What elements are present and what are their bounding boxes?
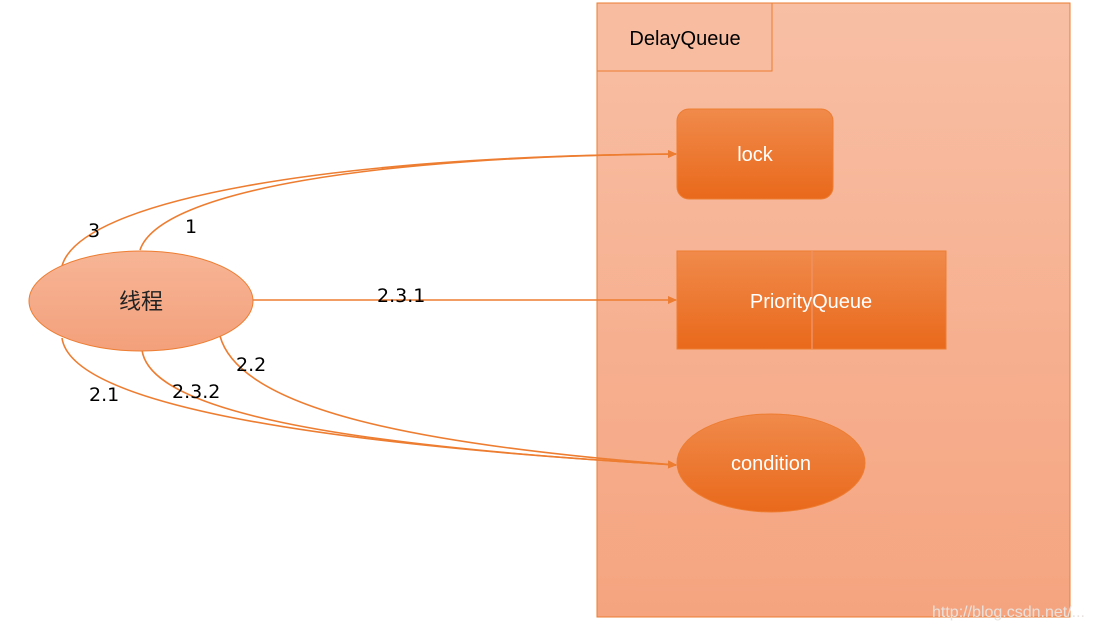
edge-3 xyxy=(61,150,677,267)
edge-1 xyxy=(139,150,677,251)
edge-label-3: 3 xyxy=(88,220,100,242)
lock-label: lock xyxy=(737,144,774,166)
edge-label-2-3-2: 2.3.2 xyxy=(172,381,220,403)
edge-label-2-3-1: 2.3.1 xyxy=(377,285,425,307)
edge-label-2-2: 2.2 xyxy=(236,354,266,376)
priority-queue-label: PriorityQueue xyxy=(750,291,872,313)
priority-queue-node: PriorityQueue xyxy=(676,250,947,350)
condition-label: condition xyxy=(731,453,811,475)
edge-2-1 xyxy=(61,337,677,469)
edge-2-3-2 xyxy=(141,349,677,469)
edge-labels: 1 3 2.3.1 2.1 2.3.2 2.2 xyxy=(88,216,425,406)
watermark: http://blog.csdn.net/... xyxy=(932,604,1085,621)
delayqueue-title: DelayQueue xyxy=(629,28,740,50)
lock-node: lock xyxy=(676,108,834,200)
edge-label-1: 1 xyxy=(185,216,197,238)
thread-label: 线程 xyxy=(119,290,163,315)
condition-node: condition xyxy=(676,413,866,513)
edge-label-2-1: 2.1 xyxy=(89,384,119,406)
thread-node: 线程 xyxy=(28,250,254,352)
edge-2-2 xyxy=(219,335,677,469)
edges xyxy=(61,150,677,469)
delayqueue-title-box xyxy=(596,2,773,72)
